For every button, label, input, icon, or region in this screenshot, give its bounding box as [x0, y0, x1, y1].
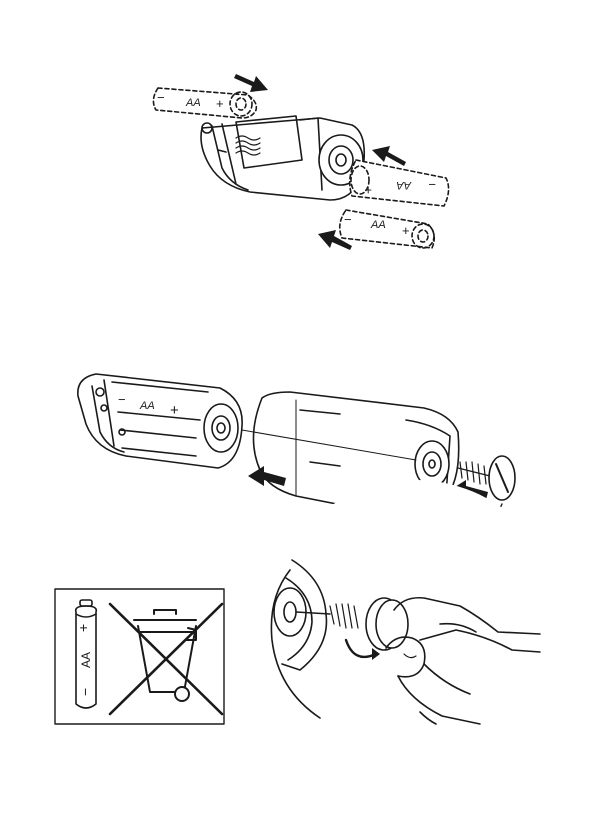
disposal-battery-label: AA — [79, 652, 93, 668]
crossed-out-wheelie-bin-icon — [110, 604, 222, 714]
battery-top-minus: − — [157, 90, 165, 105]
disposal-symbol-box: + AA − — [55, 589, 224, 724]
detail-magnified-view — [265, 480, 565, 780]
battery-bottom — [340, 210, 435, 248]
holder-with-batteries — [78, 374, 242, 468]
step2-closing-holder: − AA + — [78, 374, 565, 780]
battery-middle-plus: + — [364, 183, 372, 198]
battery-bottom-plus: + — [402, 223, 410, 238]
battery-holder — [201, 116, 364, 200]
battery-top-plus: + — [216, 96, 224, 111]
battery-top — [153, 88, 256, 118]
battery-middle-label: AA — [396, 179, 412, 191]
arrow-icon — [372, 146, 406, 166]
disposal-battery-plus: + — [75, 624, 91, 632]
battery-bottom-minus: − — [344, 212, 352, 227]
battery-top-label: AA — [185, 97, 201, 109]
battery-middle-minus: − — [428, 177, 436, 192]
holder-battery-label: AA — [139, 400, 155, 412]
arrow-icon — [234, 74, 268, 92]
disposal-battery-minus: − — [77, 688, 93, 696]
step1-battery-insertion: − AA + + AA − − AA + — [153, 74, 448, 250]
holder-battery-minus: − — [118, 392, 126, 407]
holder-battery-plus: + — [170, 402, 179, 419]
battery-bottom-label: AA — [370, 219, 386, 231]
